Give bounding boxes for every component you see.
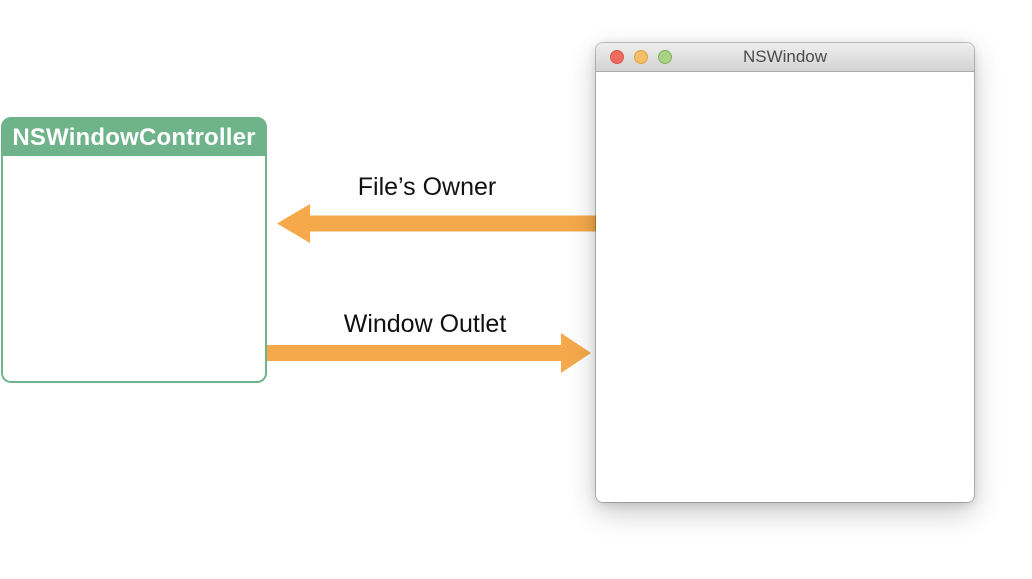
right-arrow-icon: [267, 333, 591, 373]
nswindowcontroller-box: NSWindowController: [1, 117, 267, 383]
minimize-button-icon[interactable]: [634, 50, 648, 64]
connection-label-files-owner: File’s Owner: [357, 173, 497, 201]
zoom-button-icon[interactable]: [658, 50, 672, 64]
window-outlet-arrow: [267, 333, 591, 373]
left-arrow-icon: [277, 204, 597, 243]
files-owner-arrow: [277, 204, 597, 243]
controller-box-header: NSWindowController: [3, 119, 265, 156]
window-title: NSWindow: [742, 47, 828, 66]
close-button-icon[interactable]: [610, 50, 624, 64]
window-content: [596, 72, 974, 502]
controller-box-body: [3, 156, 265, 381]
nswindow: NSWindow: [596, 43, 974, 502]
controller-box-title: NSWindowController: [12, 123, 256, 151]
window-titlebar: NSWindow: [596, 43, 974, 72]
connection-label-window-outlet: Window Outlet: [343, 310, 507, 338]
traffic-lights: [610, 50, 672, 64]
